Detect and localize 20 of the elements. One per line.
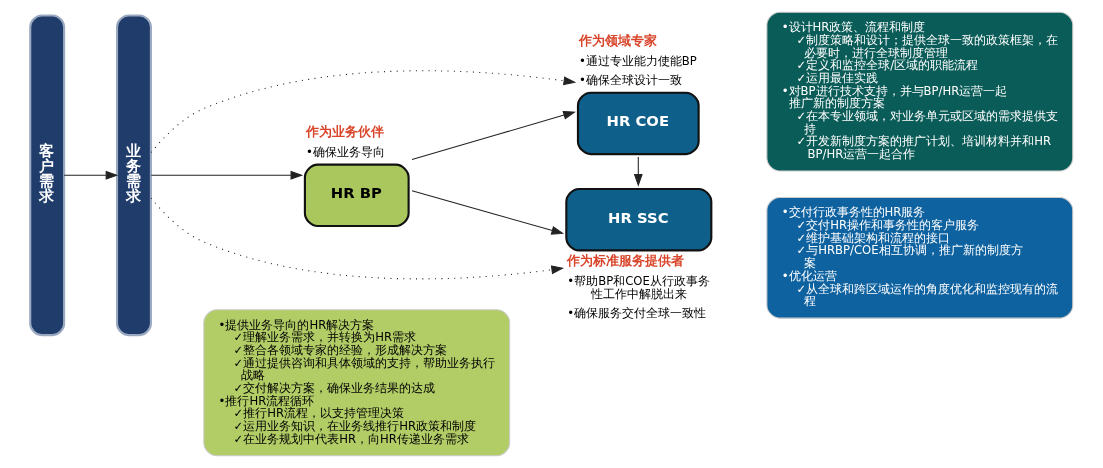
arrow (150, 170, 304, 180)
node-label: •确保全球设计一致 (579, 73, 682, 88)
node-box: 业务需求 (115, 14, 152, 337)
node-label: 作为业务伙伴 (305, 123, 384, 139)
node-label: 作为领域专家 (579, 32, 658, 48)
arrow (411, 110, 576, 160)
node-box: •设计HR政策、流程和制度 ✓制度策略和设计；提供全球一致的政策框架，在必要时，进行全球制度管理 ✓定义和监控全球/区域的职能流程 ✓运用最佳实践 •对BP进行技术支持，并与BP/HR运营一起推广新的制度方案 ✓在本专业领域，对业务单元或区域的需求提供支持 ✓开发新制度方案的推广计划、培训材料并和HR BP/HR运营一起合作 (766, 11, 1074, 172)
node-label: •帮助BP和COE从行政事务性工作中解脱出来 (567, 274, 710, 301)
node-label: 作为标准服务提供者 (567, 252, 685, 268)
node-box: •提供业务导向的HR解决方案 ✓理解业务需求，并转换为HR需求 ✓整合各领域专家的经验，形成解决方案 ✓通过提供咨询和具体领域的支持，帮助业务执行战略 ✓交付解决方案，确保业务结果的达成 •推行HR流程循环 ✓推行HR流程，以支持管理决策 ✓运用业务知识，在业务线推行HR政策和制度 ✓在业务规划中代表HR，向HR传递业务需求 (203, 309, 511, 457)
node-label: •确保服务交付全球一致性 (567, 305, 707, 320)
arrow (150, 70, 577, 154)
arrow (150, 197, 565, 280)
arrow (633, 156, 643, 187)
node-label: •通过专业能力使能BP (579, 53, 697, 68)
node-box: 客户需求 (29, 14, 66, 337)
node-label: •确保业务导向 (305, 145, 385, 159)
arrow (63, 170, 119, 180)
arrow (411, 190, 565, 235)
node-box: •交付行政事务性的HR服务 ✓交付HR操作和事务性的客户服务 ✓维护基础架构和流程的接口 ✓与HRBP/COE相互协调，推广新的制度方案 •优化运营 ✓从全球和跨区域运作的角度优化和监控现有的流程 (766, 196, 1074, 319)
